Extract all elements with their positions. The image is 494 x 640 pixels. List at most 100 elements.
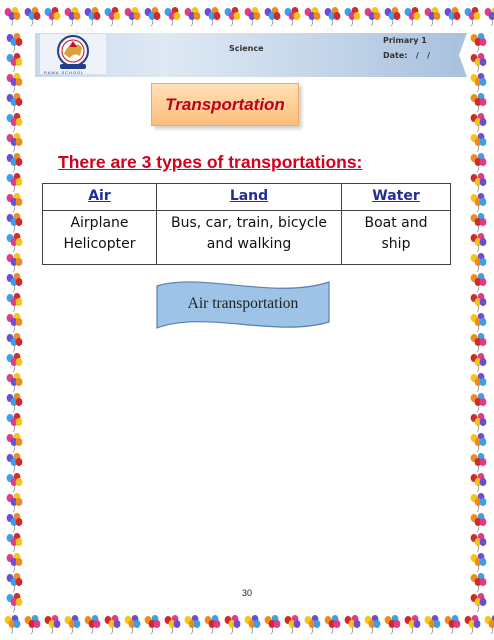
page-number: 30	[241, 588, 252, 598]
page-title: Transportation	[165, 94, 285, 114]
balloon-icon	[224, 615, 241, 635]
balloon-icon	[224, 7, 241, 27]
balloon-border-bottom	[0, 604, 494, 640]
balloon-icon	[470, 473, 487, 493]
balloon-icon	[6, 593, 23, 613]
balloon-icon	[344, 7, 361, 27]
balloon-icon	[470, 573, 487, 593]
balloon-icon	[444, 615, 461, 635]
balloon-icon	[384, 615, 401, 635]
balloon-icon	[6, 453, 23, 473]
balloon-icon	[6, 553, 23, 573]
balloon-icon	[470, 413, 487, 433]
balloon-icon	[470, 433, 487, 453]
date-field: Date: / /	[383, 51, 431, 60]
balloon-icon	[470, 233, 487, 253]
balloon-icon	[470, 73, 487, 93]
balloon-icon	[84, 615, 101, 635]
balloon-icon	[324, 7, 341, 27]
balloon-icon	[404, 7, 421, 27]
balloon-icon	[124, 615, 141, 635]
intro-heading: There are 3 types of transportations:	[58, 152, 363, 172]
balloon-icon	[6, 213, 23, 233]
balloon-icon	[470, 593, 487, 613]
table-header-row: Air Land Water	[42, 183, 451, 211]
balloon-icon	[470, 193, 487, 213]
balloon-icon	[6, 193, 23, 213]
header-water: Water	[341, 183, 451, 211]
balloon-icon	[204, 615, 221, 635]
balloon-icon	[4, 7, 21, 27]
balloon-icon	[6, 433, 23, 453]
balloon-icon	[484, 615, 494, 635]
balloon-icon	[324, 615, 341, 635]
balloon-icon	[144, 615, 161, 635]
section-banner-label: Air transportation	[187, 295, 299, 312]
balloon-icon	[6, 253, 23, 273]
balloon-icon	[424, 7, 441, 27]
balloon-icon	[484, 7, 494, 27]
balloon-icon	[6, 473, 23, 493]
balloon-icon	[264, 7, 281, 27]
balloon-icon	[470, 353, 487, 373]
balloon-icon	[470, 373, 487, 393]
header-land: Land	[156, 183, 342, 211]
balloon-icon	[64, 615, 81, 635]
balloon-icon	[6, 513, 23, 533]
balloon-icon	[304, 615, 321, 635]
balloon-icon	[44, 615, 61, 635]
balloon-icon	[470, 333, 487, 353]
balloon-icon	[6, 273, 23, 293]
balloon-icon	[244, 615, 261, 635]
balloon-icon	[6, 233, 23, 253]
balloon-icon	[284, 7, 301, 27]
balloon-icon	[470, 113, 487, 133]
balloon-icon	[470, 553, 487, 573]
balloon-border-top	[0, 0, 494, 34]
balloon-icon	[470, 153, 487, 173]
logo-caption: RAMA SCHOOL	[44, 70, 85, 75]
balloon-icon	[104, 615, 121, 635]
balloon-icon	[24, 7, 41, 27]
balloon-icon	[6, 393, 23, 413]
school-crest-icon	[40, 34, 106, 74]
balloon-icon	[470, 313, 487, 333]
grade-label: Primary 1	[383, 36, 427, 45]
balloon-icon	[104, 7, 121, 27]
balloon-icon	[4, 615, 21, 635]
balloon-icon	[470, 513, 487, 533]
balloon-icon	[470, 453, 487, 473]
balloon-icon	[464, 7, 481, 27]
balloon-border-right	[462, 0, 494, 640]
balloon-icon	[364, 615, 381, 635]
balloon-icon	[6, 493, 23, 513]
balloon-icon	[470, 533, 487, 553]
balloon-icon	[124, 7, 141, 27]
balloon-icon	[344, 615, 361, 635]
balloon-icon	[84, 7, 101, 27]
balloon-icon	[470, 33, 487, 53]
balloon-icon	[44, 7, 61, 27]
balloon-icon	[470, 493, 487, 513]
balloon-icon	[6, 313, 23, 333]
balloon-icon	[244, 7, 261, 27]
balloon-icon	[470, 173, 487, 193]
transport-types-table: Air Land Water Airplane Helicopter Bus, …	[42, 183, 451, 265]
wave-banner	[156, 281, 330, 329]
balloon-icon	[24, 615, 41, 635]
balloon-icon	[470, 53, 487, 73]
balloon-icon	[144, 7, 161, 27]
balloon-icon	[204, 7, 221, 27]
cell-air: Airplane Helicopter	[42, 210, 157, 265]
balloon-icon	[470, 273, 487, 293]
balloon-icon	[470, 393, 487, 413]
balloon-icon	[6, 373, 23, 393]
balloon-icon	[464, 615, 481, 635]
balloon-icon	[184, 7, 201, 27]
balloon-icon	[470, 93, 487, 113]
balloon-icon	[6, 413, 23, 433]
balloon-icon	[64, 7, 81, 27]
balloon-icon	[364, 7, 381, 27]
balloon-icon	[444, 7, 461, 27]
balloon-icon	[470, 293, 487, 313]
